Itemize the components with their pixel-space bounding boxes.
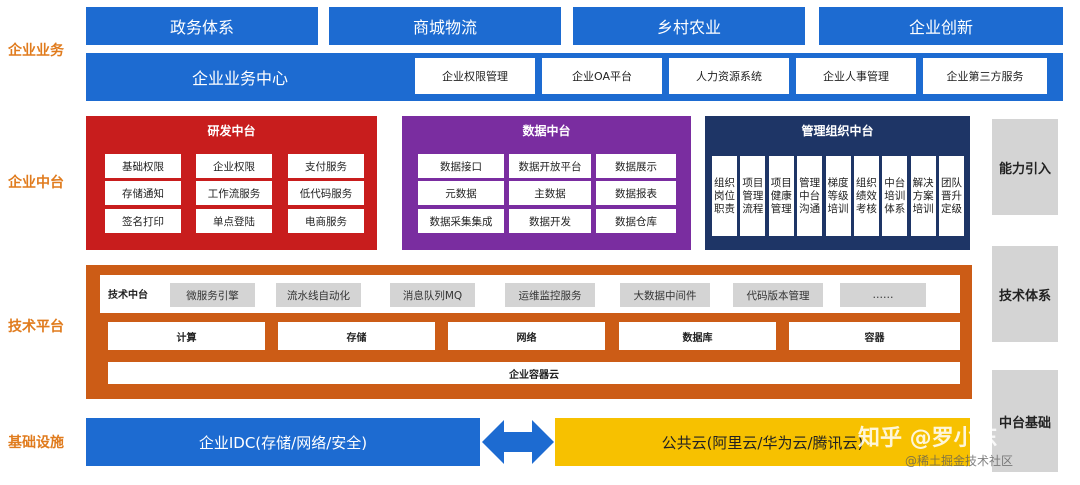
- mgmt-col: 项目 管理 流程: [740, 156, 766, 236]
- tech-item: 流水线自动化: [276, 283, 361, 307]
- infra-item-network: 网络: [448, 322, 605, 350]
- mgmt-col: 项目 健康 管理: [768, 156, 794, 236]
- data-cell: 数据开发: [509, 209, 591, 233]
- data-cell: 数据仓库: [596, 209, 676, 233]
- business-item-perm: 企业权限管理: [415, 58, 535, 94]
- infra-item-container: 容器: [789, 322, 960, 350]
- rd-cell: 企业权限: [196, 154, 272, 178]
- mgmt-col: 梯度 等级 培训: [825, 156, 851, 236]
- rd-cell: 支付服务: [288, 154, 364, 178]
- top-item-mall: 商城物流: [329, 7, 561, 45]
- tech-item: ……: [840, 283, 926, 307]
- data-cell: 数据报表: [596, 181, 676, 205]
- business-center-title: 企业业务中心: [191, 69, 288, 88]
- tech-item: 代码版本管理: [733, 283, 823, 307]
- mgmt-col: 团队 晋升 定级: [939, 156, 964, 236]
- label-middle: 企业中台: [8, 175, 64, 191]
- rd-cell: 单点登陆: [196, 209, 272, 233]
- tech-item: 大数据中间件: [620, 283, 710, 307]
- rd-cell: 低代码服务: [288, 181, 364, 205]
- data-cell: 主数据: [509, 181, 591, 205]
- rd-cell: 基础权限: [105, 154, 181, 178]
- mgmt-col: 中台 培训 体系: [882, 156, 908, 236]
- mgmt-col: 管理 中台 沟通: [797, 156, 823, 236]
- watermark-juejin: @稀土掘金技术社区: [905, 454, 1014, 468]
- infra-public-cloud: 公共云(阿里云/华为云/腾讯云): [555, 418, 970, 466]
- tech-item: 微服务引擎: [170, 283, 255, 307]
- rd-cell: 工作流服务: [196, 181, 272, 205]
- right-foundation: 中台基础: [992, 370, 1058, 472]
- business-item-oa: 企业OA平台: [542, 58, 662, 94]
- mgmt-center-title: 管理组织中台: [801, 124, 874, 138]
- top-item-innovation: 企业创新: [819, 7, 1063, 45]
- top-item-rural: 乡村农业: [573, 7, 805, 45]
- mgmt-columns: 组织 岗位 职责 项目 管理 流程 项目 健康 管理 管理 中台 沟通 梯度 等…: [712, 156, 964, 236]
- label-business: 企业业务: [8, 43, 64, 59]
- rd-cell: 存储通知: [105, 181, 181, 205]
- rd-cell: 电商服务: [288, 209, 364, 233]
- rd-center-title: 研发中台: [207, 124, 256, 138]
- data-cell: 数据开放平台: [509, 154, 591, 178]
- data-cell: 元数据: [418, 181, 504, 205]
- data-cell: 数据采集集成: [418, 209, 504, 233]
- tech-middle-label: 技术中台: [108, 290, 148, 301]
- mgmt-col: 解决 方案 培训: [910, 156, 936, 236]
- data-cell: 数据展示: [596, 154, 676, 178]
- tech-item: 消息队列MQ: [390, 283, 475, 307]
- top-item-gov: 政务体系: [86, 7, 318, 45]
- label-tech: 技术平台: [8, 319, 64, 335]
- container-cloud-bar: 企业容器云: [108, 362, 960, 384]
- infra-item-database: 数据库: [619, 322, 776, 350]
- right-tech-system: 技术体系: [992, 246, 1058, 342]
- watermark-zhihu: 知乎 @罗小东: [858, 426, 998, 451]
- infra-item-compute: 计算: [108, 322, 265, 350]
- rd-cell: 签名打印: [105, 209, 181, 233]
- data-cell: 数据接口: [418, 154, 504, 178]
- data-center-title: 数据中台: [522, 124, 571, 138]
- business-item-personnel: 企业人事管理: [796, 58, 916, 94]
- mgmt-col: 组织 绩效 考核: [853, 156, 879, 236]
- infra-idc: 企业IDC(存储/网络/安全): [86, 418, 480, 466]
- tech-item: 运维监控服务: [505, 283, 595, 307]
- business-item-hr: 人力资源系统: [669, 58, 789, 94]
- business-item-third: 企业第三方服务: [923, 58, 1047, 94]
- right-ability: 能力引入: [992, 119, 1058, 215]
- infra-item-storage: 存储: [278, 322, 435, 350]
- label-infra: 基础设施: [8, 435, 64, 451]
- double-arrow-icon: [482, 420, 554, 464]
- mgmt-col: 组织 岗位 职责: [712, 156, 737, 236]
